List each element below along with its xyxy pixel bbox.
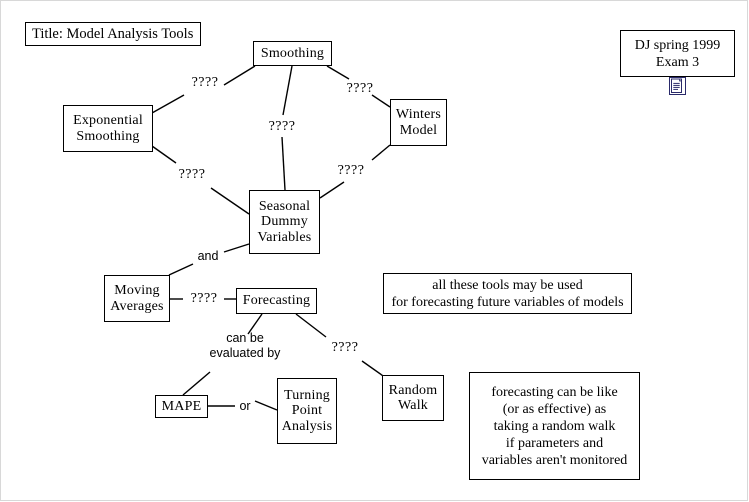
edge-label-forecasting-to-random: ???? [331,340,359,355]
edge-and-to-moving [168,263,194,276]
edge-forecasting-to-eval [247,313,263,335]
node-seasonal-dummy-variables[interactable]: Seasonal Dummy Variables [249,190,320,254]
node-winters-model-line-0: Winters [395,107,442,122]
edge-exp-to-label5 [151,145,177,164]
edge-label1-to-smoothing [223,65,256,86]
edge-label5-to-seasonal [210,187,250,215]
node-random-walk[interactable]: Random Walk [382,375,444,421]
edge-winters-to-label4 [371,144,391,161]
exam-stamp-box: DJ spring 1999 Exam 3 [620,30,735,77]
edge-smoothing-to-label3 [282,65,293,116]
edge-label3-to-seasonal [281,136,286,191]
note-random-walk-explanation: forecasting can be like (or as effective… [469,372,640,480]
node-forecasting-line-0: Forecasting [242,293,311,309]
node-mape[interactable]: MAPE [155,395,208,418]
node-mape-line-0: MAPE [161,398,202,414]
edge-label-seasonal-to-moving: and [197,249,219,263]
edge-eval-to-mape [182,371,211,396]
edge-seasonal-to-and [223,243,250,253]
note-random-walk-explanation-line-4: variables aren't monitored [481,452,628,468]
edge-label-winters-to-seasonal: ???? [337,163,365,178]
node-exponential-smoothing-line-1: Smoothing [76,128,140,144]
node-winters-model-line-1: Model [399,122,438,138]
node-random-walk-line-0: Random [388,382,438,398]
edge-forecasting-to-label7 [295,313,327,338]
edge-label-smoothing-to-seasonal: ???? [268,119,296,134]
edge-label-forecasting-to-mape: can be evaluated by [209,331,281,360]
node-moving-averages-line-0: Moving [114,283,160,298]
edge-label2-to-winters [371,94,391,108]
edge-or-to-turning [254,400,278,411]
edge-label-mape-to-turning: or [239,399,251,413]
node-seasonal-dummy-variables-line-1: Dummy [261,214,308,230]
node-exponential-smoothing[interactable]: Exponential Smoothing [63,105,153,152]
node-smoothing-line-0: Smoothing [260,45,325,61]
note-all-these-tools: all these tools may be used for forecast… [383,273,632,314]
node-turning-point-analysis-line-2: Analysis [281,418,333,434]
node-random-walk-line-1: Walk [398,398,428,413]
exam-stamp-line-1: DJ spring 1999 [634,37,721,53]
page-title-text: Title: Model Analysis Tools [32,25,194,42]
note-random-walk-explanation-line-2: taking a random walk [493,418,616,434]
edge-label-exp-to-smoothing: ???? [191,75,219,90]
edge-label-smoothing-to-winters: ???? [346,81,374,96]
edge-smoothing-to-label2 [326,65,350,80]
node-turning-point-analysis[interactable]: Turning Point Analysis [277,378,337,444]
edge-label-moving-to-forecasting: ???? [190,291,218,306]
node-exponential-smoothing-line-0: Exponential [73,113,143,128]
node-moving-averages-line-1: Averages [110,298,164,314]
edge-label4-to-seasonal [319,181,345,199]
node-winters-model[interactable]: Winters Model [390,99,447,146]
node-seasonal-dummy-variables-line-0: Seasonal [258,198,311,214]
note-all-these-tools-line-0: all these tools may be used [432,277,583,293]
node-moving-averages[interactable]: Moving Averages [104,275,170,322]
document-note-icon[interactable] [669,77,686,95]
page-title-box: Title: Model Analysis Tools [25,22,201,46]
note-random-walk-explanation-line-0: forecasting can be like [491,384,618,400]
edge-exp-to-label1 [151,94,185,114]
node-turning-point-analysis-line-0: Turning [283,387,330,403]
note-random-walk-explanation-line-1: (or as effective) as [502,401,607,417]
note-random-walk-explanation-line-3: if parameters and [505,435,604,451]
node-seasonal-dummy-variables-line-2: Variables [257,229,312,245]
edge-label-exp-to-seasonal: ???? [178,167,206,182]
node-smoothing[interactable]: Smoothing [253,41,332,66]
node-turning-point-analysis-line-1: Point [291,403,323,419]
node-forecasting[interactable]: Forecasting [236,288,317,314]
note-all-these-tools-line-1: for forecasting future variables of mode… [391,294,624,310]
exam-stamp-line-2: Exam 3 [655,54,700,70]
